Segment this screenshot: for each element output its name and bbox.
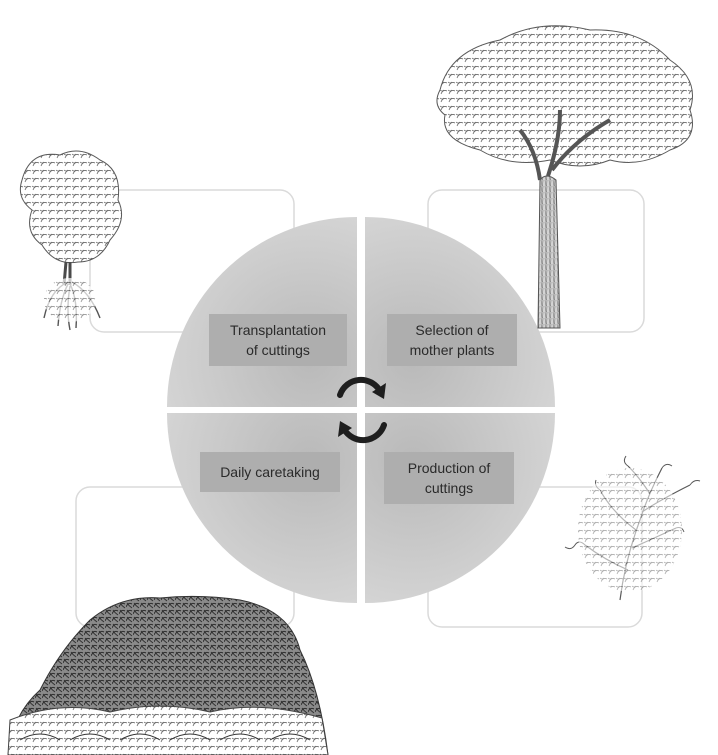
stage-label-production: Production of cuttings [384,452,514,504]
stage-label-selection: Selection of mother plants [387,314,517,366]
stage-label-transplantation-line-2: of cuttings [246,342,310,358]
stage-label-transplantation-line-1: Transplantation [230,322,326,338]
quadrant-top-left [167,217,357,407]
stage-label-daily-caretaking: Daily caretaking [200,452,340,492]
stage-label-selection-line-1: Selection of [415,322,489,338]
cycle-circle [167,217,555,603]
quadrant-bottom-left [167,413,357,603]
circular-arrows-icon [337,376,387,444]
seedling-tray-illustration [7,595,329,755]
stage-label-production-line-1: Production of [407,460,491,476]
tall-tree-illustration [436,25,693,329]
stage-label-transplantation: Transplantation of cuttings [209,314,347,366]
stage-label-daily-caretaking-line-1: Daily caretaking [220,464,320,480]
quadrant-bottom-right [365,413,555,603]
stage-label-production-line-2: cuttings [424,480,474,496]
background-panels [75,189,645,628]
quadrant-top-right [365,217,555,407]
stage-label-selection-line-2: mother plants [409,342,495,358]
small-tree-with-roots-illustration [19,150,123,331]
branch-illustration [564,455,701,601]
